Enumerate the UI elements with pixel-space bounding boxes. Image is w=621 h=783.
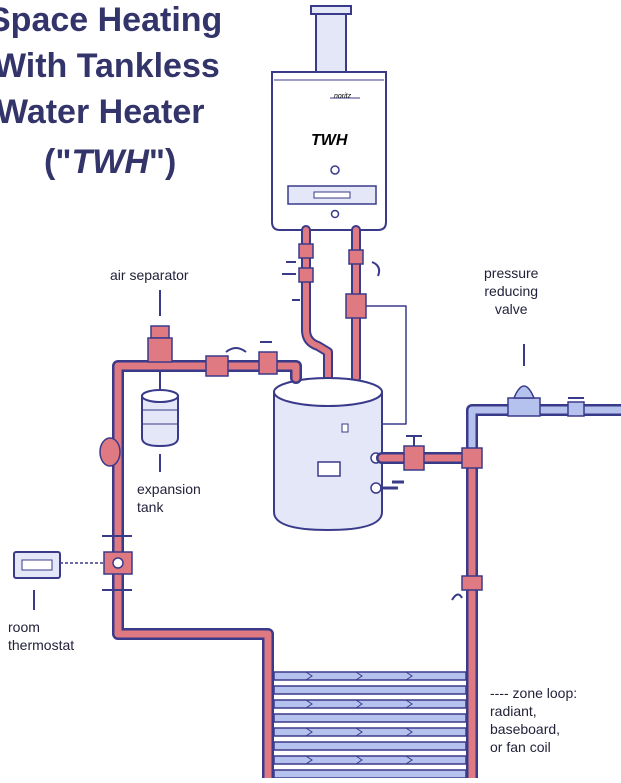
return-components	[403, 344, 585, 601]
title-line-4: ("TWH")	[44, 142, 176, 182]
supply-components	[60, 325, 278, 591]
label-room-thermostat: room thermostat	[8, 619, 75, 653]
indicator-light	[330, 165, 340, 175]
title-line-2: With Tankless	[0, 47, 220, 85]
flow-arrows	[305, 671, 413, 765]
heater-brand-logo: noritz	[334, 93, 352, 100]
zone-loop	[273, 671, 467, 779]
title-close-quote: ")	[148, 143, 177, 181]
room-thermostat	[13, 551, 61, 610]
tank-label-plate	[317, 461, 341, 477]
tankless-water-heater	[271, 5, 387, 231]
title-abbreviation: TWH	[71, 143, 149, 181]
supply-loop	[112, 360, 302, 783]
pressure-reducing-valve	[507, 397, 541, 417]
storage-tank	[273, 377, 404, 532]
heater-valves	[282, 243, 381, 319]
air-separator	[150, 325, 170, 339]
label-pressure-reducing-valve: pressure reducing valve	[484, 265, 539, 317]
heater-cabinet	[271, 71, 387, 231]
title-line-3: Water Heater	[0, 93, 205, 131]
flue-vent	[315, 9, 347, 73]
label-air-separator: air separator	[110, 267, 189, 283]
label-expansion-tank: expansion tank	[137, 481, 201, 515]
expansion-tank	[141, 389, 179, 472]
title-line-1: Space Heating	[0, 1, 223, 39]
title-open-quote: ("	[44, 143, 72, 181]
heater-label: TWH	[311, 132, 348, 149]
label-zone-loop: ---- zone loop: radiant, baseboard, or f…	[490, 685, 578, 755]
circulator-pump	[99, 437, 121, 467]
mixing-valve	[345, 293, 367, 319]
flue-cap	[310, 5, 352, 15]
